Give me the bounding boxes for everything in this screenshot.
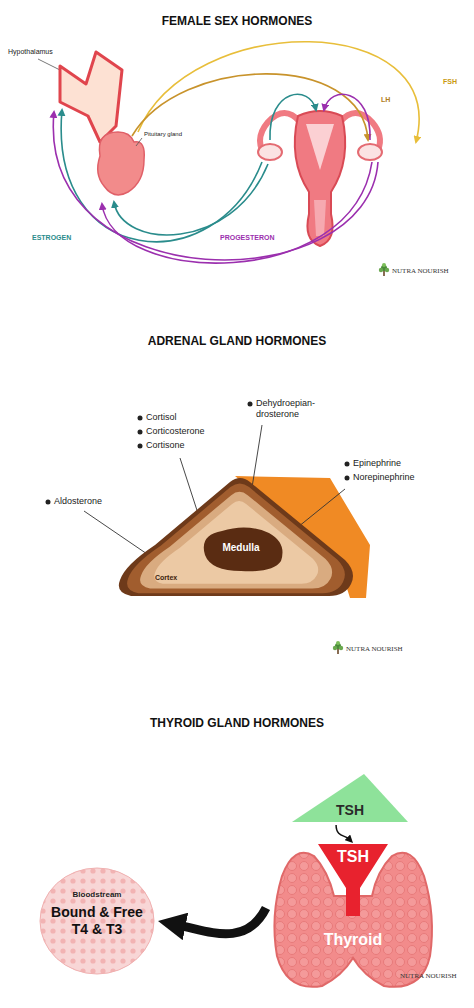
drawing-line (84, 511, 150, 556)
estrogen-loop (270, 94, 316, 140)
drawing-polygon (292, 774, 408, 822)
node-label: Thyroid (262, 930, 444, 949)
tsh-triangle-outline (292, 772, 408, 824)
drawing-path (154, 501, 318, 584)
section-heading: THYROID GLAND HORMONES (0, 716, 474, 730)
hormone-name: Corticosterone (146, 426, 236, 437)
node-label: TSH (318, 847, 388, 866)
drawing-line (250, 425, 262, 500)
estrogen-arrow (61, 110, 262, 242)
hormone-name: Cortisol (146, 412, 236, 423)
hormone-label: LH (381, 96, 397, 104)
cervix (314, 200, 326, 236)
drawing-path (38, 59, 64, 72)
watermark: NUTRA NOURISH (392, 267, 464, 275)
drawing-line (272, 489, 345, 548)
progesteron-loop (324, 94, 370, 140)
bloodstream-circle-outline (38, 866, 156, 976)
hormone-name: Dehydroepian- drosterone (256, 398, 328, 420)
ovary (258, 144, 282, 160)
hormone-label: ESTROGEN (30, 234, 73, 242)
tsh-funnel: TSH (318, 844, 388, 916)
drawing-path (274, 853, 432, 987)
tsh-triangle: TSH (292, 772, 408, 824)
watermark: NUTRA NOURISH (346, 645, 418, 653)
drawing-circle (138, 416, 143, 421)
drawing-circle (248, 402, 253, 407)
drawing-path (204, 527, 283, 571)
section-heading: FEMALE SEX HORMONES (0, 14, 474, 28)
logo-tree (379, 263, 389, 276)
drawing-circle (138, 430, 143, 435)
hormone-arrows (53, 42, 419, 263)
thyroid-gland-outline (262, 836, 444, 996)
watermark: NUTRA NOURISH (400, 972, 470, 980)
ovary (358, 144, 382, 160)
drawing-ellipse (40, 868, 154, 974)
tsh-funnel-outline (318, 844, 388, 916)
progesteron-arrow (102, 162, 372, 263)
section-heading: ADRENAL GLAND HORMONES (0, 334, 474, 348)
pituitary-gland-shape: Pituitary gland (92, 126, 188, 202)
uterus-illustration (258, 111, 382, 246)
uterus-body (295, 111, 345, 246)
drawing-circle (46, 500, 51, 505)
thyroid-gland: Thyroid TSH (262, 836, 444, 996)
estrogen-arrow (114, 164, 268, 235)
pituitary-gland-shape-outline (92, 126, 188, 202)
bullets (46, 402, 350, 505)
node-label: Cortex (155, 574, 205, 582)
adrenal-medulla: Medulla (197, 525, 285, 573)
adrenal-cortex-outline (115, 470, 360, 600)
arrow-connector (336, 825, 349, 839)
drawing-path (136, 138, 142, 146)
node-label: Pituitary gland (144, 131, 188, 138)
bloodstream-circle: BloodstreamBound & Free T4 & T3 (38, 866, 156, 976)
drawing-circle (345, 462, 350, 467)
adrenal-medulla-outline (197, 525, 285, 573)
logo-tree (333, 641, 343, 654)
drawing-path (127, 483, 345, 593)
drawing-path (119, 478, 353, 596)
hormone-name: Cortisone (146, 440, 236, 451)
hormone-label: FSH (443, 78, 467, 86)
node-label: Hypothalamus (8, 48, 62, 56)
hormone-name: Aldosterone (54, 496, 134, 507)
fsh-arrow (138, 42, 419, 142)
drawing-path (98, 132, 145, 195)
uterus-cavity (306, 124, 334, 170)
hormone-name: Epinephrine (353, 458, 453, 469)
node-label: TSH (292, 802, 408, 819)
hormone-name: Norepinephrine (353, 472, 453, 483)
adrenal-cortex: Cortex Medulla (115, 470, 360, 600)
node-label: Bloodstream (47, 890, 147, 900)
drawing-polygon (318, 844, 388, 916)
drawing-circle (345, 476, 350, 481)
drawing-path (60, 52, 122, 142)
hypothalamus-shape: Hypothalamus (8, 40, 126, 144)
node-label: Medulla (197, 542, 285, 554)
drawing-line (180, 458, 205, 535)
drawing-circle (138, 444, 143, 449)
arrow-connector (180, 908, 266, 934)
node-body-text: Bound & Free T4 & T3 (47, 904, 147, 938)
hormone-label: PROGESTERON (218, 234, 276, 242)
adrenal-leader-lines (84, 425, 345, 556)
hypothalamus-shape-outline (8, 40, 126, 144)
lh-arrow (132, 74, 368, 140)
logo-tree (387, 968, 397, 981)
adrenal-back-face (235, 476, 370, 598)
drawing-path (140, 492, 332, 589)
progesteron-arrow (53, 112, 378, 260)
